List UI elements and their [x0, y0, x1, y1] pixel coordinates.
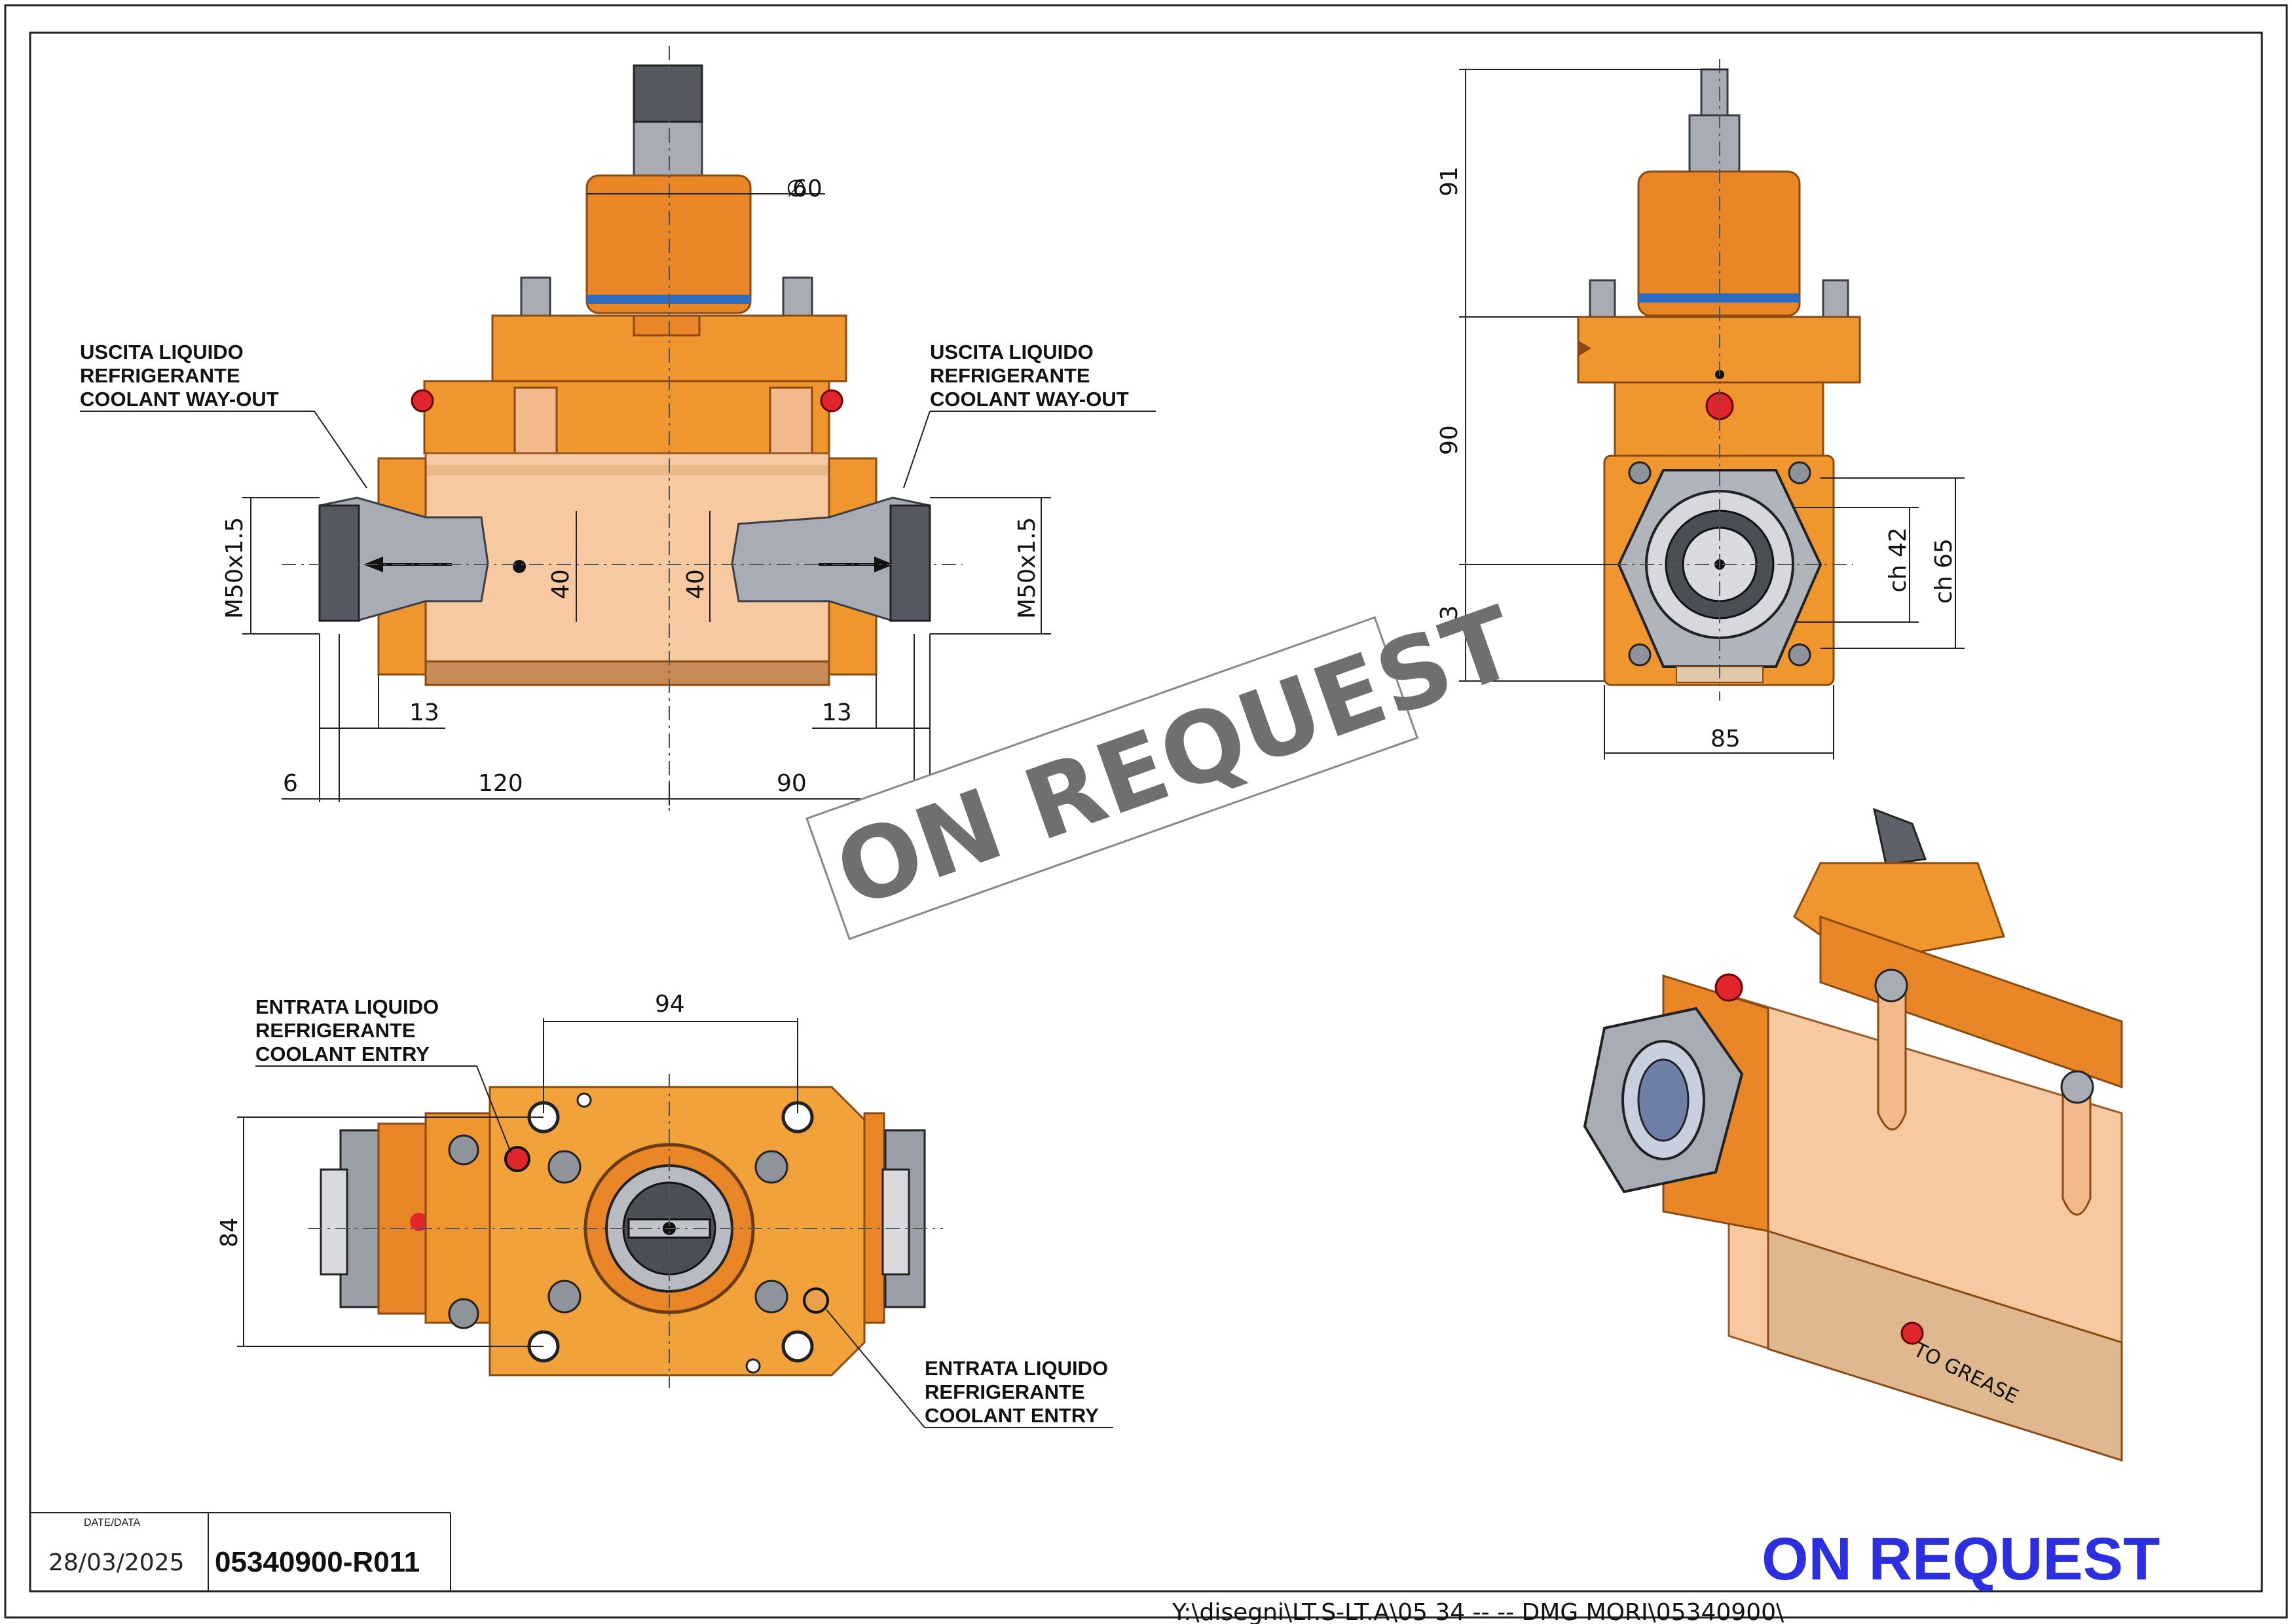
- svg-text:ON REQUEST: ON REQUEST: [823, 585, 1530, 930]
- file-path: Y:\disegni\LT.S-LT.A\05 34 -- -- DMG MOR…: [1172, 1599, 1784, 1624]
- dim-length-left: 120: [478, 770, 523, 797]
- dim-bottom-width: 94: [655, 991, 685, 1018]
- svg-text:REFRIGERANTE: REFRIGERANTE: [255, 1019, 416, 1042]
- dim-ch-outer: ch 65: [1931, 538, 1957, 604]
- inner-border: [29, 31, 2263, 1593]
- note-coolant-way-out-right: USCITA LIQUIDO REFRIGERANTE COOLANT WAY-…: [903, 341, 1156, 489]
- svg-text:REFRIGERANTE: REFRIGERANTE: [925, 1380, 1085, 1403]
- dim-height-left: 40: [547, 569, 574, 599]
- svg-text:∅: ∅: [786, 175, 806, 202]
- svg-text:REFRIGERANTE: REFRIGERANTE: [80, 364, 240, 387]
- side-dimensions: 91 90 43 85 ch 42 ch 65: [1436, 69, 1965, 760]
- svg-text:USCITA LIQUIDO: USCITA LIQUIDO: [930, 341, 1094, 363]
- dim-offset-right: 13: [822, 699, 852, 726]
- isometric-view: TO GREASE: [1583, 807, 2123, 1462]
- dim-diameter: 60: [792, 175, 823, 202]
- svg-text:COOLANT ENTRY: COOLANT ENTRY: [255, 1043, 430, 1065]
- dim-side-width: 85: [1710, 726, 1741, 752]
- dim-side-middle: 90: [1436, 425, 1463, 455]
- outer-border: [4, 4, 2288, 1619]
- svg-text:COOLANT WAY-OUT: COOLANT WAY-OUT: [80, 388, 279, 411]
- note-coolant-way-out-left: USCITA LIQUIDO REFRIGERANTE COOLANT WAY-…: [80, 341, 367, 489]
- bottom-dimensions: 94 84: [216, 991, 798, 1347]
- svg-text:ENTRATA LIQUIDO: ENTRATA LIQUIDO: [925, 1357, 1108, 1380]
- front-view: [282, 46, 963, 812]
- dim-side-bottom: 43: [1436, 605, 1463, 635]
- dim-side-top: 91: [1436, 166, 1463, 196]
- dim-height-right: 40: [682, 569, 709, 599]
- on-request-label: ON REQUEST: [1762, 1526, 2160, 1593]
- svg-text:COOLANT ENTRY: COOLANT ENTRY: [925, 1404, 1099, 1427]
- svg-text:USCITA LIQUIDO: USCITA LIQUIDO: [80, 341, 244, 363]
- svg-text:REFRIGERANTE: REFRIGERANTE: [930, 364, 1090, 387]
- dim-length-right: 90: [777, 770, 807, 797]
- note-coolant-entry-bottom: ENTRATA LIQUIDO REFRIGERANTE COOLANT ENT…: [826, 1309, 1113, 1428]
- dim-thread-right: M50x1.5: [1014, 517, 1041, 619]
- title-block: DATE/DATA 28/03/2025 05340900-R011: [30, 1512, 451, 1591]
- dim-thread-left: M50x1.5: [221, 517, 248, 619]
- dim-offset-left: 13: [409, 699, 439, 726]
- on-request-stamp: ON REQUEST: [805, 585, 1530, 940]
- dim-bottom-height: 84: [216, 1217, 243, 1247]
- svg-text:ENTRATA LIQUIDO: ENTRATA LIQUIDO: [255, 995, 439, 1018]
- drawing-date: 28/03/2025: [48, 1549, 185, 1576]
- side-view: [1577, 59, 1861, 701]
- bottom-view: [308, 1074, 943, 1388]
- dim-edge-left: 6: [283, 770, 298, 797]
- dim-ch-inner: ch 42: [1885, 527, 1912, 593]
- front-dimensions: ∅ 60 M50x1.5 M50x1.5 40 40 13 13 6 120: [221, 175, 1051, 805]
- date-label: DATE/DATA: [84, 1517, 141, 1528]
- note-coolant-entry-top: ENTRATA LIQUIDO REFRIGERANTE COOLANT ENT…: [255, 995, 511, 1153]
- svg-text:COOLANT WAY-OUT: COOLANT WAY-OUT: [930, 388, 1129, 411]
- drawing-code: 05340900-R011: [215, 1546, 420, 1578]
